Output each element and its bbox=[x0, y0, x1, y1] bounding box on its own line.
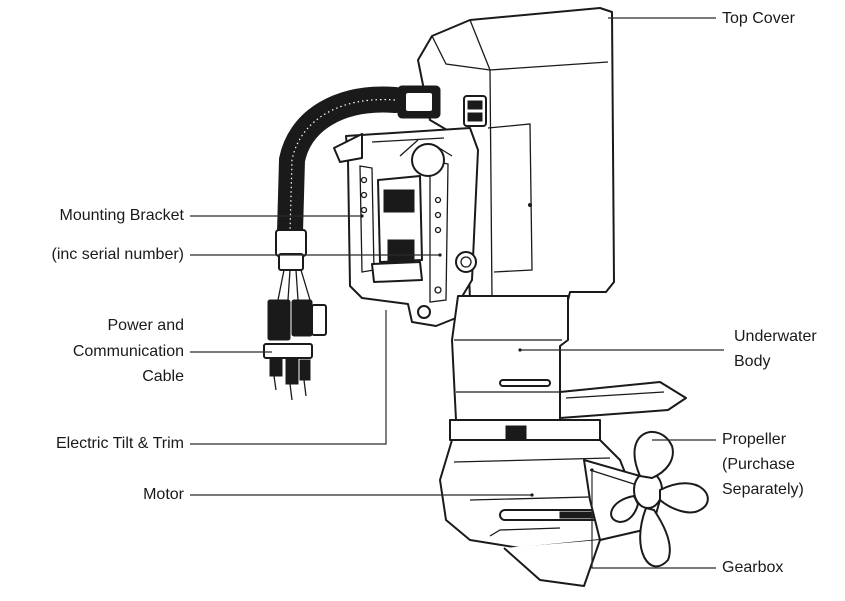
label-underwater-body-line2: Body bbox=[734, 353, 771, 370]
leader-gearbox bbox=[591, 470, 716, 569]
label-mounting-bracket: Mounting Bracket bbox=[59, 207, 184, 224]
propeller-drawing bbox=[610, 430, 709, 568]
label-propeller-line1: Propeller bbox=[722, 431, 787, 448]
label-gearbox: Gearbox bbox=[722, 559, 784, 576]
label-power-cable-line1: Power and bbox=[107, 317, 185, 334]
underwater-body-drawing bbox=[449, 295, 687, 441]
label-power-cable-line2: Communication bbox=[72, 343, 184, 360]
leader-dots bbox=[360, 214, 594, 497]
top-cover-drawing bbox=[397, 7, 615, 301]
label-top-cover: Top Cover bbox=[722, 10, 795, 27]
label-power-cable-line3: Cable bbox=[142, 368, 184, 385]
leader-lines bbox=[190, 17, 724, 569]
label-underwater-body-line1: Underwater bbox=[734, 328, 817, 345]
leader-tilt-trim bbox=[190, 310, 387, 445]
label-propeller-line3: Separately) bbox=[722, 481, 804, 498]
mounting-bracket-drawing bbox=[333, 127, 479, 327]
label-propeller-line2: (Purchase bbox=[722, 456, 795, 473]
label-serial-number: (inc serial number) bbox=[51, 246, 184, 263]
label-motor: Motor bbox=[143, 486, 184, 503]
label-tilt-trim: Electric Tilt & Trim bbox=[55, 435, 184, 452]
power-cable-drawing bbox=[263, 86, 408, 401]
